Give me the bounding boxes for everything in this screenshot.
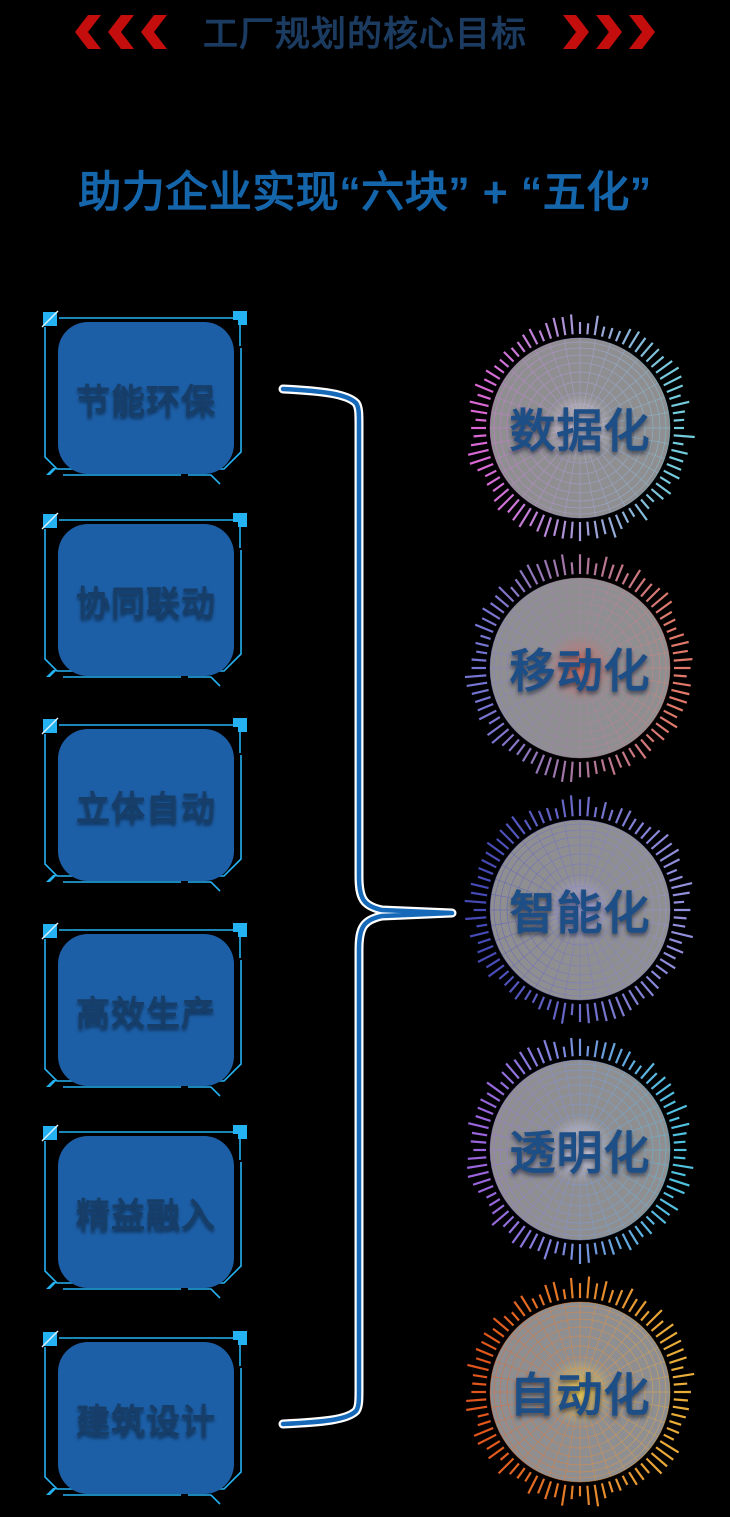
goal-block-panel: 建筑设计 [58,1342,234,1494]
sphere-graphic [467,314,695,542]
block-frame-decoration [41,1124,247,1299]
goal-block: 立体自动 [38,715,252,895]
sphere-item: 数据化 [460,308,700,548]
goal-block-label: 建筑设计 [76,1402,216,1441]
block-frame-decoration [41,310,247,485]
sphere-graphic [464,795,693,1024]
sphere-label: 移动化 [509,645,651,697]
sphere-item: 移动化 [460,548,700,788]
goal-block: 节能环保 [38,308,252,488]
goal-block-panel: 协同联动 [58,524,234,676]
brace-line [280,386,455,1427]
goal-block-panel: 精益融入 [58,1136,234,1288]
chevrons-right-icon [563,14,655,49]
sphere-item: 自动化 [460,1272,700,1512]
goal-block-label: 高效生产 [76,994,216,1033]
goal-block-panel: 节能环保 [58,322,234,474]
page-title: 工厂规划的核心目标 [202,15,527,54]
goal-block-panel: 高效生产 [58,934,234,1086]
goal-block: 建筑设计 [38,1328,252,1508]
goal-block-label: 精益融入 [76,1196,216,1235]
sphere-label: 智能化 [509,887,651,939]
sphere-graphic [466,1276,695,1507]
sphere-item: 透明化 [460,1030,700,1270]
sphere-item: 智能化 [460,790,700,1030]
sphere-graphic [464,554,693,783]
goal-block: 协同联动 [38,510,252,690]
goal-block-label: 立体自动 [76,789,216,828]
goal-block-label: 协同联动 [76,584,216,623]
sphere-graphic [467,1037,694,1265]
brace-outline [278,384,457,1429]
sphere-label: 透明化 [509,1127,651,1179]
sphere-label: 数据化 [509,405,651,457]
goal-block-label: 节能环保 [76,382,216,421]
subtitle: 助力企业实现“六块” + “五化” [78,169,652,217]
sphere-label: 自动化 [509,1369,651,1421]
goal-block: 高效生产 [38,920,252,1100]
goal-block-panel: 立体自动 [58,729,234,881]
goal-block: 精益融入 [38,1122,252,1302]
header: 工厂规划的核心目标 [0,6,730,57]
chevrons-left-icon [74,14,167,49]
